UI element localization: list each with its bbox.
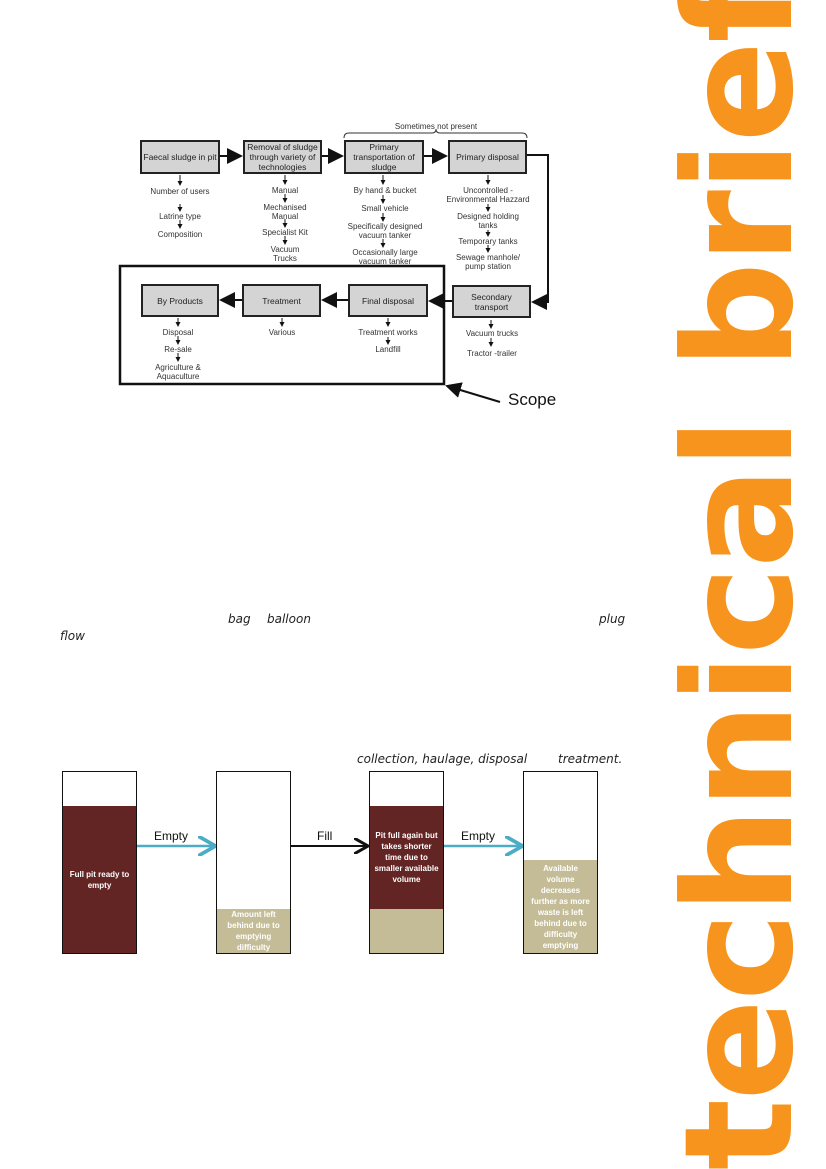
sub-label: Uncontrolled - Environmental Hazzard [446, 186, 530, 204]
sub-label: Agriculture & Aquaculture [155, 363, 201, 381]
bracket-label: Sometimes not present [394, 122, 478, 131]
sub-label: Disposal [162, 328, 194, 337]
sub-label: Vacuum trucks [465, 329, 519, 338]
pit-fill-label: Available volume decreases further as mo… [524, 860, 597, 953]
bracket [343, 128, 528, 139]
sub-label: Designed holding tanks [457, 212, 519, 230]
pit-fill-label: Full pit ready to empty [63, 806, 136, 953]
box-by-products: By Products [141, 284, 219, 317]
sub-label: Composition [157, 230, 203, 239]
sub-label: Vacuum Trucks [270, 245, 300, 263]
pit-emptied: Amount left behind due to emptying diffi… [216, 771, 291, 954]
box-primary-disposal: Primary disposal [448, 140, 527, 174]
sub-label: Small vehicle [361, 204, 409, 213]
sub-label: Specialist Kit [262, 228, 308, 237]
italic-term: balloon [267, 612, 311, 626]
pit-fill-label: Pit full again but takes shorter time du… [370, 806, 443, 909]
italic-term: collection, haulage, disposal [357, 752, 528, 766]
box-treatment: Treatment [242, 284, 321, 317]
sub-label: Temporary tanks [458, 237, 518, 246]
sub-label: Manual [271, 186, 299, 195]
sub-label: Occasionally large vacuum tanker [352, 248, 418, 266]
sub-label: Latrine type [159, 212, 201, 221]
pit-refilled: Pit full again but takes shorter time du… [369, 771, 444, 954]
sub-label: Sewage manhole/ pump station [455, 253, 521, 271]
sub-label: Various [268, 328, 296, 337]
italic-term: treatment. [558, 752, 623, 766]
sub-label: Tractor -trailer [467, 349, 517, 358]
sub-label: Re-sale [164, 345, 192, 354]
arrow-label-empty: Empty [461, 829, 496, 843]
pit-fill-label: Amount left behind due to emptying diffi… [217, 909, 290, 953]
pit-emptied-again: Available volume decreases further as mo… [523, 771, 598, 954]
pit-residue [370, 909, 443, 953]
sub-label: Number of users [150, 187, 210, 196]
sub-label: Landfill [375, 345, 401, 354]
box-secondary-transport: Secondary transport [452, 285, 531, 318]
italic-term: bag [228, 612, 251, 626]
sub-label: Mechanised Manual [263, 203, 307, 221]
arrow-label-empty: Empty [154, 829, 189, 843]
box-primary-transport: Primary transportation of sludge [344, 140, 424, 174]
italic-term: flow [60, 629, 85, 643]
sub-label: Treatment works [358, 328, 418, 337]
box-final-disposal: Final disposal [348, 284, 428, 317]
sub-label: Specifically designed vacuum tanker [347, 222, 423, 240]
scope-label: Scope [508, 390, 557, 409]
box-faecal-sludge: Faecal sludge in pit [140, 140, 220, 174]
box-removal: Removal of sludge through variety of tec… [243, 140, 322, 174]
pit-full: Full pit ready to empty [62, 771, 137, 954]
arrow-label-fill: Fill [317, 829, 333, 843]
sub-label: By hand & bucket [353, 186, 417, 195]
italic-term: plug [599, 612, 626, 626]
